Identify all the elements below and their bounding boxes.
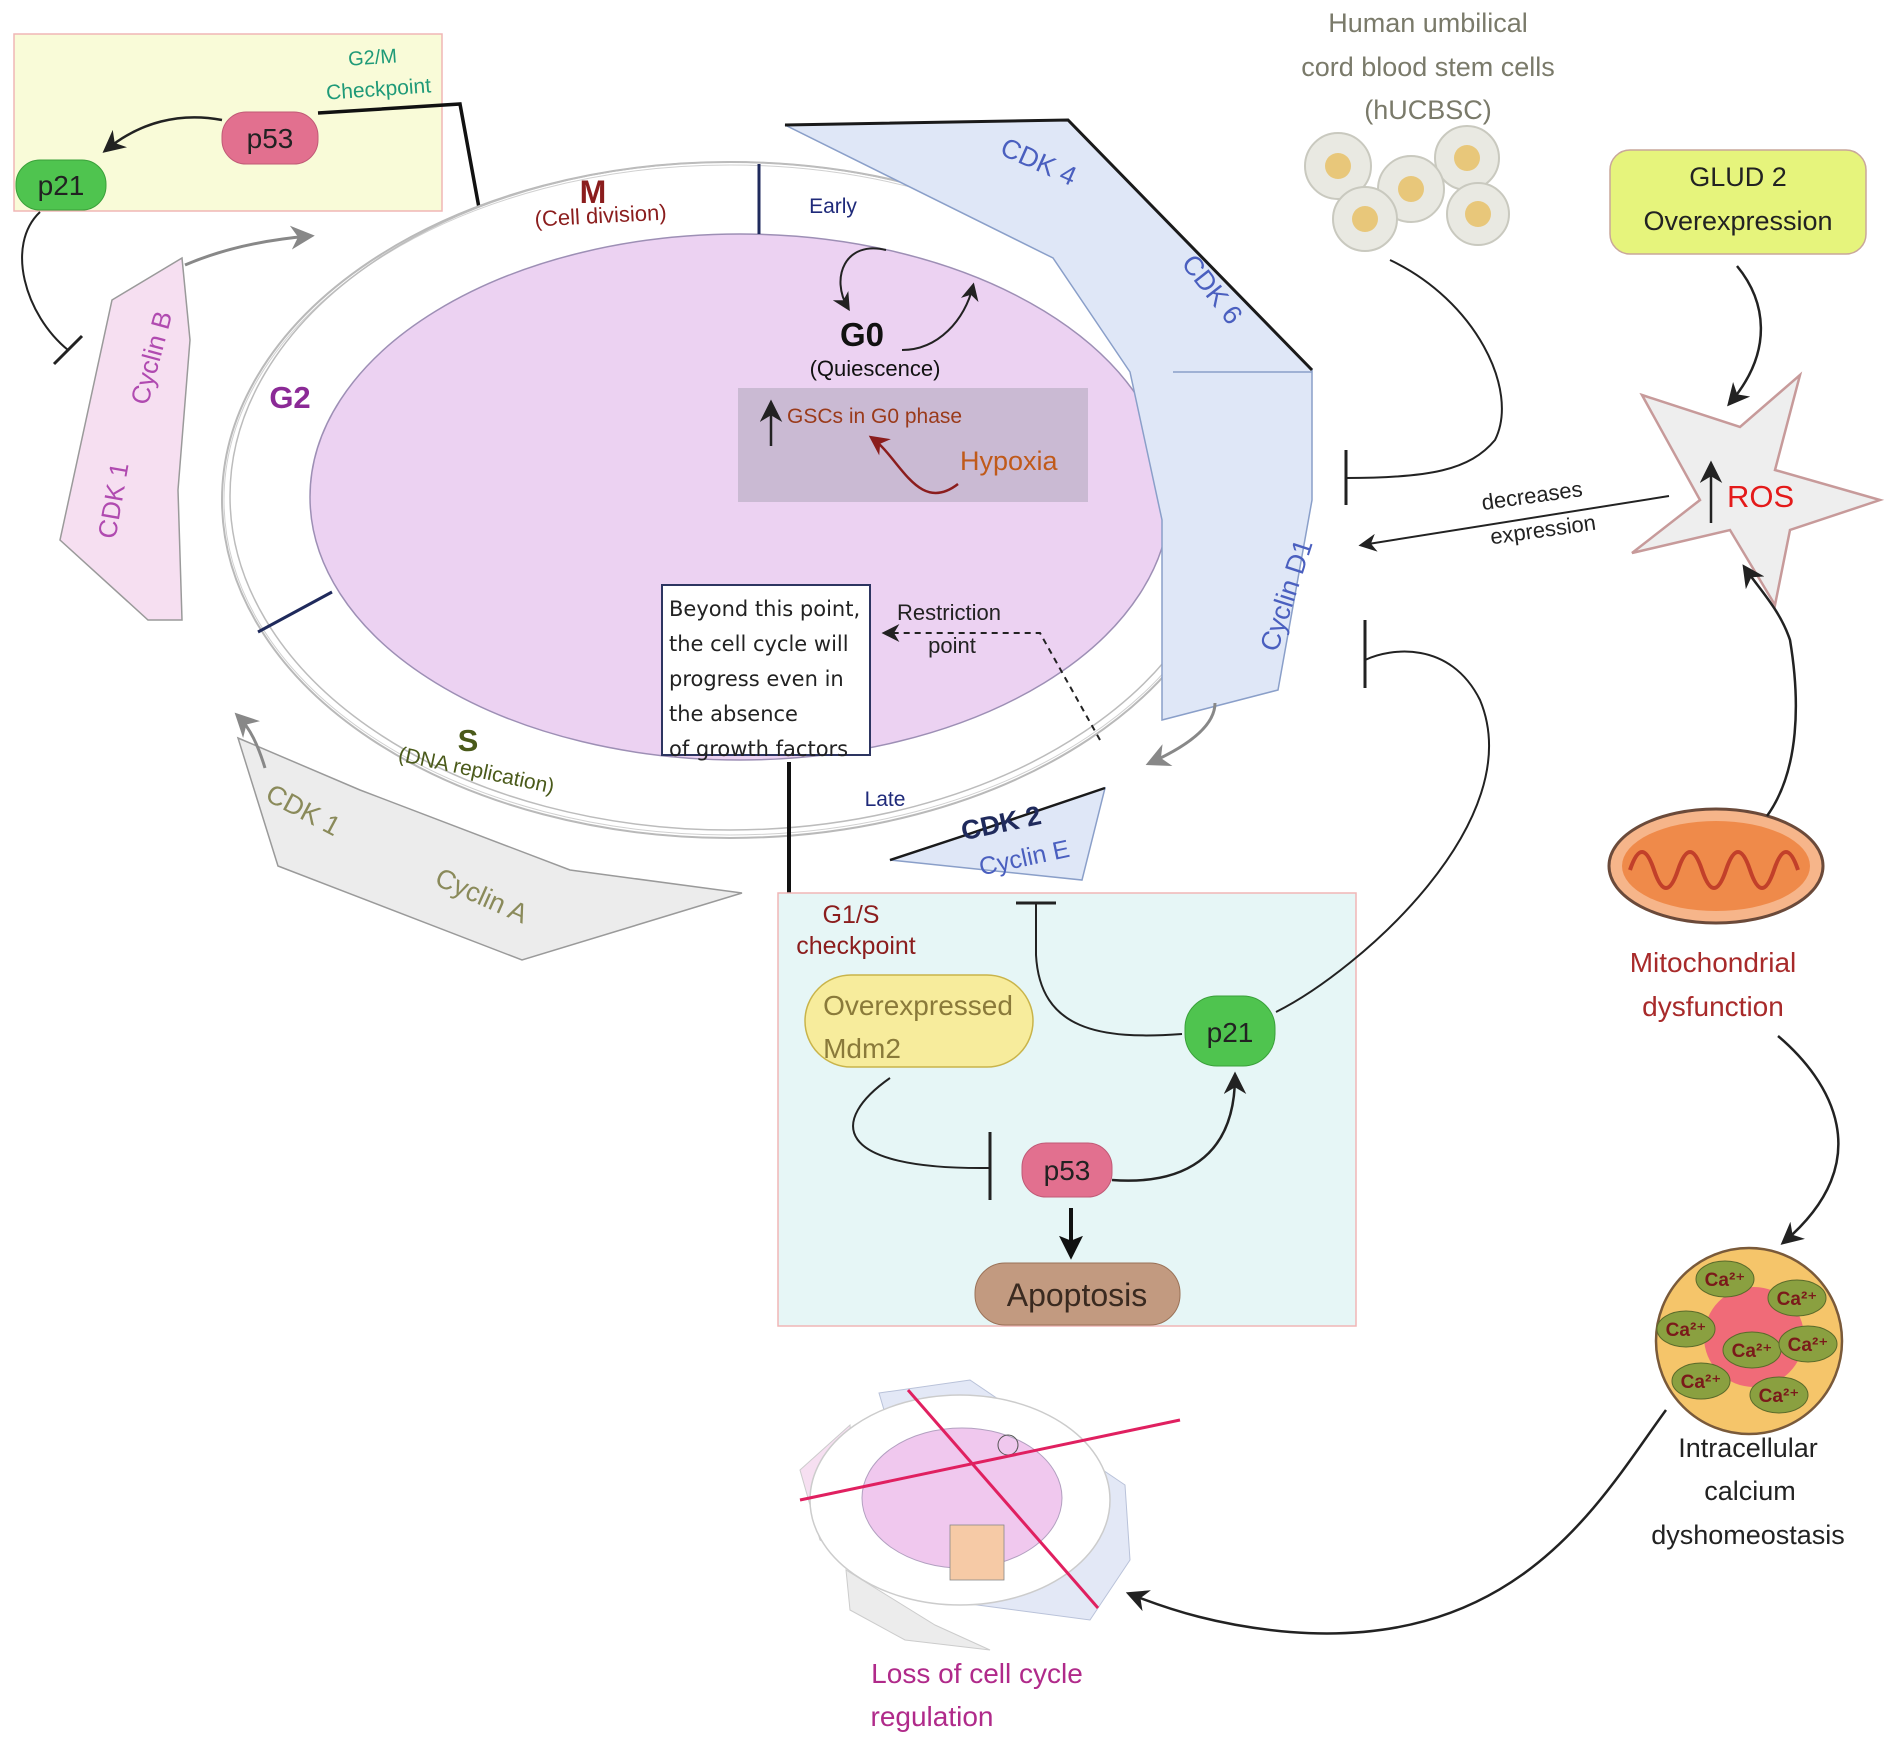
glud2-to-ros-arrow — [1727, 265, 1763, 407]
disrupted-cell-cycle-thumbnail — [799, 1379, 1181, 1651]
restriction-note-line-5: of growth factors — [669, 737, 849, 761]
p21-bottom-node — [1184, 995, 1276, 1067]
restriction-point-line-2: point — [928, 633, 976, 658]
s-progress-arrow — [234, 712, 267, 769]
cdk1-cyclin-b-band — [59, 256, 191, 621]
p53-top-label: p53 — [247, 123, 294, 154]
g1s-title-line-1: G1/S — [823, 901, 880, 929]
g2-s-boundary — [257, 590, 333, 634]
cdk4-cdk6-outline — [784, 118, 1314, 372]
glud2-line-2: Overexpression — [1643, 206, 1832, 236]
g2-progress-arrow — [184, 225, 315, 267]
hucbsc-line-2: cord blood stem cells — [1301, 52, 1555, 82]
ca-ion-label-2: Ca²⁺ — [1777, 1289, 1818, 1310]
restriction-dashed-arrow — [881, 624, 1101, 741]
hypoxia-label: Hypoxia — [960, 446, 1059, 476]
mito-to-calcium-arrow — [1777, 1035, 1840, 1245]
mdm2-line-1: Overexpressed — [823, 990, 1013, 1021]
p21-inhibits-cdk2 — [1035, 903, 1183, 1037]
glud2-line-1: GLUD 2 — [1689, 162, 1787, 192]
restriction-note-line-4: the absence — [669, 702, 798, 726]
p53-to-p21-arrow-bottom — [1111, 1071, 1247, 1182]
loss-line-1: Loss of cell cycle — [871, 1658, 1083, 1689]
g2m-title-line-1: G2/M — [347, 45, 397, 70]
phase-m: M — [580, 174, 607, 210]
mito-to-ros-arrow — [1742, 564, 1798, 817]
mitochondrion-icon — [1607, 807, 1825, 925]
ros-label: ROS — [1727, 479, 1794, 514]
p21-inhibition-bar — [52, 334, 84, 366]
phase-s: S — [458, 723, 479, 758]
ros-decreases-arrow — [1358, 495, 1670, 552]
restriction-note-line-1: Beyond this point, — [669, 597, 861, 621]
ca-ion-label-5: Ca²⁺ — [1788, 1335, 1829, 1356]
p53-top-node — [221, 111, 319, 165]
g1-progress-arrow — [1145, 702, 1217, 767]
p21-bottom-label: p21 — [1207, 1017, 1254, 1048]
hucbsc-inhibits-cyclin-d1 — [1345, 259, 1503, 479]
calcium-ions — [1656, 1260, 1838, 1414]
gsc-label: GSCs in G0 phase — [787, 405, 962, 428]
ca-ion-label-3: Ca²⁺ — [1666, 1320, 1707, 1341]
cdk1-cyclin-a-band — [236, 736, 743, 961]
p21-inhibits-cyclin-d1 — [1275, 650, 1490, 1013]
mdm2-node — [804, 974, 1034, 1068]
apoptosis-node — [974, 1262, 1181, 1326]
restriction-point-note: Beyond this point, the cell cycle will p… — [661, 584, 871, 761]
calcium-line-2: calcium — [1704, 1476, 1796, 1506]
g0-cycle-arrow-right — [901, 282, 979, 351]
hucbsc-line-1: Human umbilical — [1328, 8, 1528, 38]
ca-ion-label-1: Ca²⁺ — [1705, 1270, 1746, 1291]
p21-inhibits-cdk1-line — [21, 211, 69, 351]
calcium-line-3: dyshomeostasis — [1651, 1520, 1845, 1550]
phase-early: Early — [809, 195, 857, 218]
ca-ion-label-4: Ca²⁺ — [1732, 1341, 1773, 1362]
stem-cells-icon — [1304, 125, 1510, 252]
glud2-node — [1609, 149, 1867, 255]
mdm2-line-2: Mdm2 — [823, 1033, 901, 1064]
ca-ion-label-7: Ca²⁺ — [1759, 1386, 1800, 1407]
p53-bottom-label: p53 — [1044, 1155, 1091, 1186]
phase-g0: G0 — [840, 316, 884, 353]
mdm2-inhibits-p53 — [852, 1077, 991, 1170]
hypoxia-arrow — [868, 435, 959, 495]
ca-ion-label-6: Ca²⁺ — [1681, 1372, 1722, 1393]
restriction-point-line-1: Restriction — [897, 600, 1001, 625]
decreases-label-1: decreases — [1480, 476, 1584, 515]
mito-line-2: dysfunction — [1642, 991, 1784, 1022]
phase-late: Late — [865, 788, 906, 811]
p21-top-label: p21 — [38, 170, 85, 201]
g0-cycle-arrow-left — [832, 247, 887, 312]
hucbsc-line-3: (hUCBSC) — [1364, 95, 1492, 125]
restriction-note-line-2: the cell cycle will — [669, 632, 849, 656]
restriction-note-line-3: progress even in — [669, 667, 844, 691]
phase-g2: G2 — [269, 380, 310, 415]
ros-star — [1631, 371, 1885, 609]
p53-to-p21-arrow — [102, 116, 223, 153]
p21-top-node — [15, 159, 107, 211]
mito-line-1: Mitochondrial — [1630, 947, 1797, 978]
calcium-line-1: Intracellular — [1678, 1433, 1818, 1463]
g1s-title-line-2: checkpoint — [796, 932, 916, 960]
phase-g0-subtitle: (Quiescence) — [810, 356, 941, 381]
loss-line-2: regulation — [871, 1701, 994, 1732]
cdk2-outline — [889, 786, 1106, 862]
calcium-to-loss-arrow — [1125, 1409, 1668, 1635]
p53-bottom-node — [1021, 1142, 1113, 1198]
apoptosis-label: Apoptosis — [1007, 1277, 1148, 1313]
